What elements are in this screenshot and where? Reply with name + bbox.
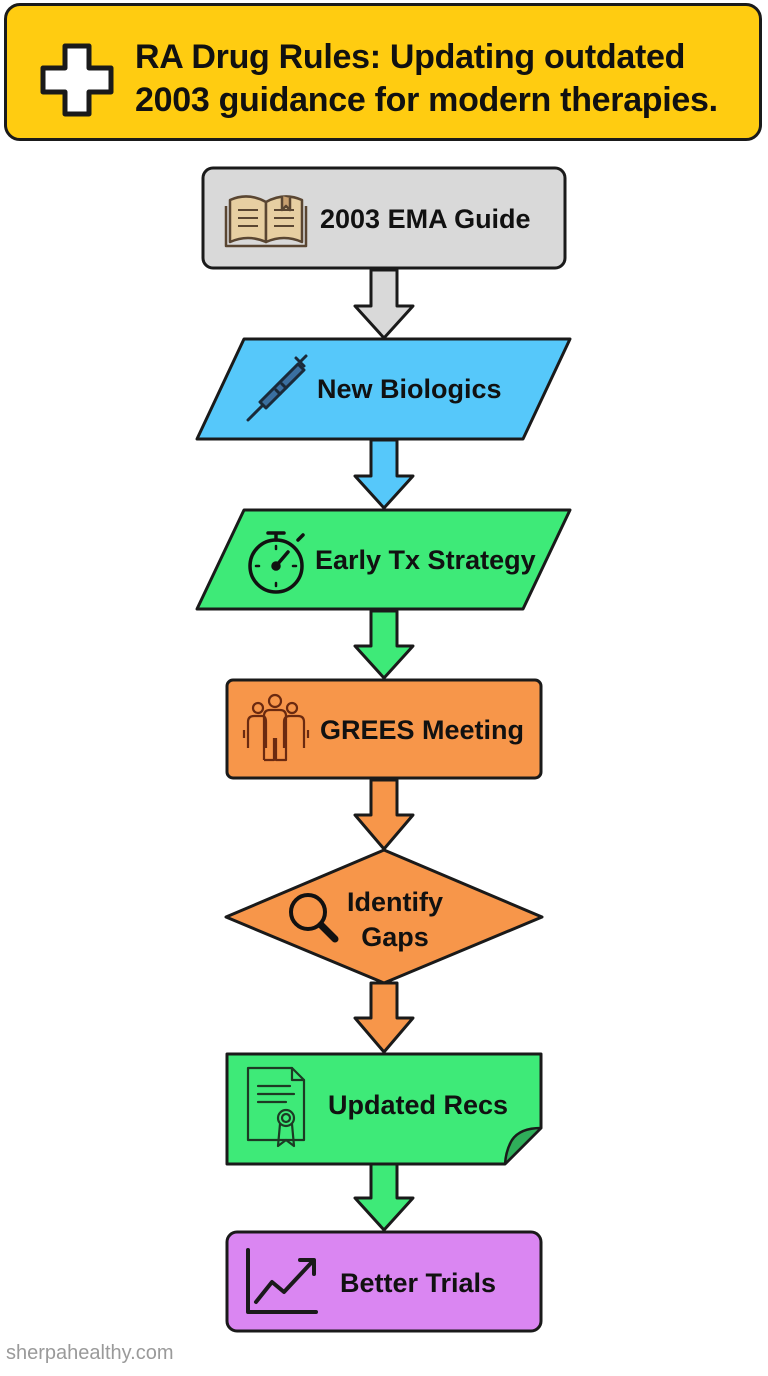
step-label: New Biologics	[317, 374, 502, 404]
book-icon	[224, 195, 308, 248]
syringe-icon	[246, 354, 308, 422]
page-curl	[503, 1126, 543, 1166]
step-early-tx-strategy: Early Tx Strategy	[195, 508, 572, 611]
step-better-trials: Better Trials	[225, 1230, 543, 1333]
step-grees-meeting: GREES Meeting	[225, 678, 543, 780]
step-ema-guide: 2003 EMA Guide	[201, 166, 567, 270]
arrow-3	[353, 609, 415, 680]
step-label: Early Tx Strategy	[315, 545, 536, 575]
step-label-line-2: Gaps	[361, 922, 429, 952]
stopwatch-icon	[248, 531, 305, 594]
step-label-line-1: Identify	[347, 887, 443, 917]
arrow-2	[353, 438, 415, 510]
page-title: RA Drug Rules: Updating outdated 2003 gu…	[135, 36, 755, 122]
plus-icon	[40, 43, 114, 117]
step-identify-gaps: Identify Gaps	[224, 848, 544, 985]
step-label: Updated Recs	[328, 1090, 508, 1120]
step-updated-recs: Updated Recs	[225, 1052, 543, 1166]
arrow-5	[353, 981, 415, 1054]
step-label: Better Trials	[340, 1268, 496, 1298]
title-line-1: RA Drug Rules: Updating outdated	[135, 38, 686, 76]
footer-website: sherpahealthy.com	[6, 1342, 174, 1364]
step-new-biologics: New Biologics	[195, 337, 572, 441]
certificate-icon	[246, 1066, 306, 1148]
arrow-6	[353, 1162, 415, 1232]
arrow-4	[353, 778, 415, 851]
group-icon	[242, 693, 310, 762]
magnifier-icon	[289, 893, 339, 943]
trend-chart-icon	[246, 1248, 318, 1314]
step-label: 2003 EMA Guide	[320, 204, 531, 234]
title-banner: RA Drug Rules: Updating outdated 2003 gu…	[4, 3, 762, 141]
title-line-2: 2003 guidance for modern therapies.	[135, 81, 718, 119]
arrow-1	[353, 268, 415, 340]
step-label: GREES Meeting	[320, 715, 524, 745]
